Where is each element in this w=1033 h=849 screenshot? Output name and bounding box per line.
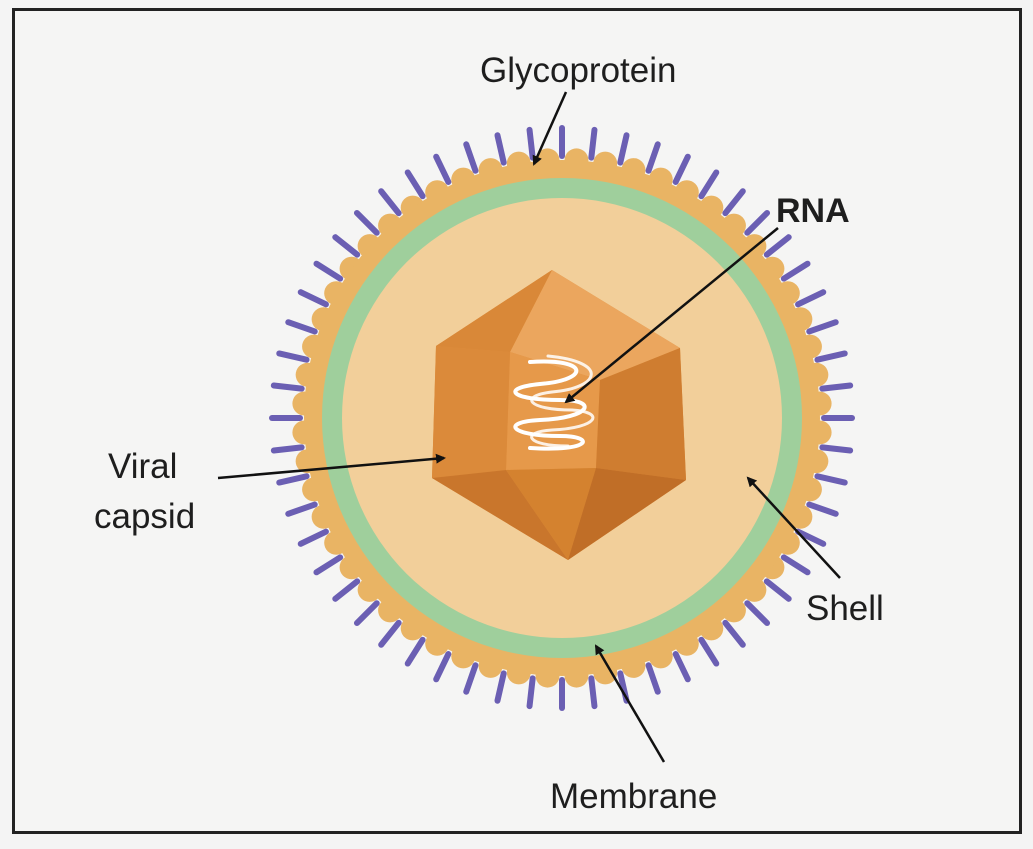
glycoprotein-spike bbox=[822, 386, 850, 389]
glycoprotein-spike bbox=[701, 172, 716, 196]
glycoprotein-spike bbox=[436, 157, 448, 182]
glycoprotein-spike bbox=[301, 292, 326, 304]
glycoprotein-spike bbox=[497, 135, 503, 162]
glycoprotein-spike bbox=[809, 505, 835, 514]
glycoprotein-spike bbox=[357, 213, 377, 233]
glycoprotein-spike bbox=[767, 581, 789, 598]
glycoprotein-spike bbox=[747, 603, 767, 623]
glycoprotein-spike bbox=[591, 678, 594, 706]
glycoprotein-spike bbox=[620, 135, 626, 162]
glycoprotein-spike bbox=[822, 447, 850, 450]
glycoprotein-spike bbox=[725, 623, 742, 645]
glycoprotein-spike bbox=[408, 640, 423, 664]
glycoprotein-spike bbox=[335, 581, 357, 598]
glycoprotein-spike bbox=[279, 476, 306, 482]
glycoprotein-spike bbox=[649, 144, 658, 170]
glycoprotein-spike bbox=[530, 130, 533, 158]
glycoprotein-spike bbox=[649, 665, 658, 691]
glycoprotein-spike bbox=[530, 678, 533, 706]
glycoprotein-spike bbox=[784, 264, 808, 279]
glycoprotein-spike bbox=[381, 191, 398, 213]
glycoprotein-spike bbox=[316, 264, 340, 279]
glycoprotein-spike bbox=[676, 654, 688, 679]
glycoprotein-spike bbox=[301, 532, 326, 544]
glycoprotein-spike bbox=[784, 557, 808, 572]
glycoprotein-spike bbox=[747, 213, 767, 233]
glycoprotein-spike bbox=[357, 603, 377, 623]
glycoprotein-spike bbox=[436, 654, 448, 679]
label-glycoprotein: Glycoprotein bbox=[480, 51, 676, 90]
glycoprotein-spike bbox=[817, 353, 844, 359]
label-viral: Viral bbox=[108, 447, 177, 486]
glycoprotein-spike bbox=[381, 623, 398, 645]
glycoprotein-spike bbox=[288, 505, 314, 514]
glycoprotein-spike bbox=[316, 557, 340, 572]
glycoprotein-spike bbox=[591, 130, 594, 158]
label-rna: RNA bbox=[776, 192, 850, 230]
glycoprotein-spike bbox=[279, 353, 306, 359]
glycoprotein-spike bbox=[466, 144, 475, 170]
glycoprotein-spike bbox=[408, 172, 423, 196]
glycoprotein-spike bbox=[335, 237, 357, 254]
glycoprotein-spike bbox=[676, 157, 688, 182]
label-capsid: capsid bbox=[94, 497, 195, 536]
glycoprotein-spike bbox=[767, 237, 789, 254]
label-shell: Shell bbox=[806, 589, 884, 628]
label-membrane: Membrane bbox=[550, 777, 717, 816]
glycoprotein-spike bbox=[817, 476, 844, 482]
glycoprotein-spike bbox=[274, 386, 302, 389]
glycoprotein-spike bbox=[809, 322, 835, 331]
glycoprotein-spike bbox=[725, 191, 742, 213]
glycoprotein-spike bbox=[798, 292, 823, 304]
glycoprotein-spike bbox=[701, 640, 716, 664]
glycoprotein-spike bbox=[466, 665, 475, 691]
glycoprotein-spike bbox=[288, 322, 314, 331]
glycoprotein-spike bbox=[497, 673, 503, 700]
glycoprotein-spike bbox=[274, 447, 302, 450]
